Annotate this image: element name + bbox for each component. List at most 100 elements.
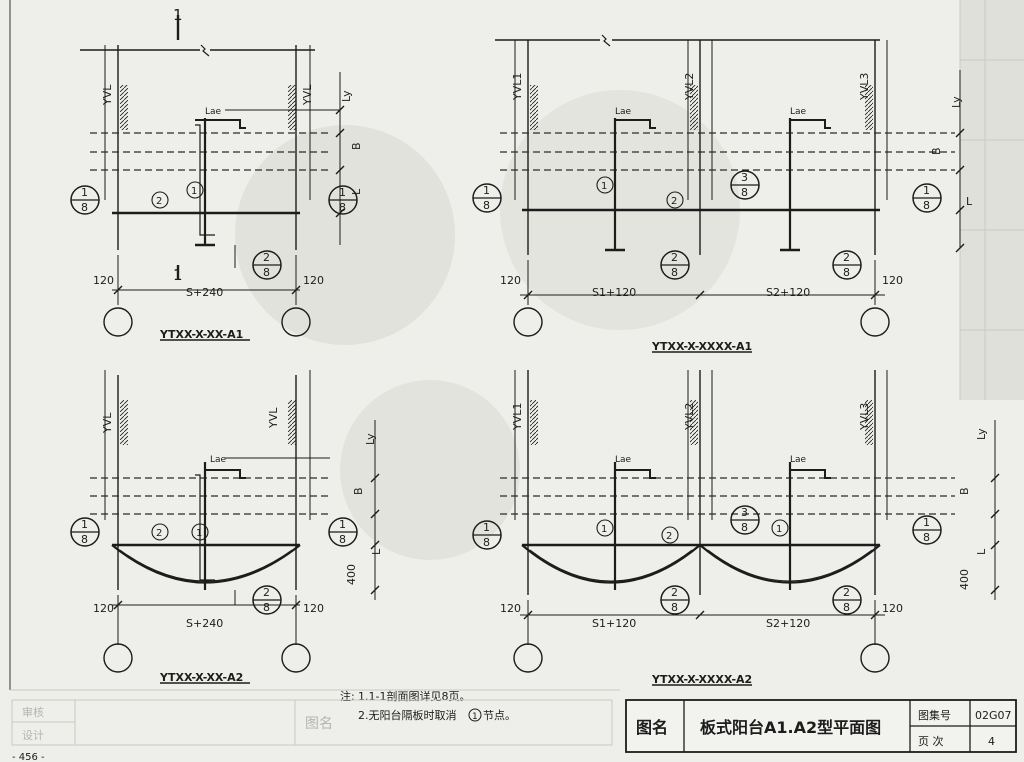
- detail-1-8-top: 1: [81, 186, 88, 199]
- circled-2: 2: [666, 531, 672, 542]
- section-mark-bottom-left: 1: [173, 266, 183, 284]
- page-number-value: 4: [988, 735, 995, 748]
- plan-label-a2-right: YTXX-X-XXXX-A2: [651, 673, 752, 686]
- span-s240: S+240: [186, 617, 223, 630]
- dim-b: B: [930, 147, 943, 155]
- span-s240: S+240: [186, 286, 223, 299]
- circled-1: 1: [196, 528, 202, 539]
- detail-2-8-bottom: 8: [843, 601, 850, 614]
- detail-1-8-bottom: 8: [923, 199, 930, 212]
- dim-lae: Lae: [205, 107, 222, 117]
- detail-2-8-top: 2: [263, 586, 270, 599]
- dim-120: 120: [303, 274, 324, 287]
- circled-2: 2: [671, 196, 677, 207]
- dim-120: 120: [93, 274, 114, 287]
- dim-lae: Lae: [210, 455, 227, 465]
- sheet-page-number: - 456 -: [12, 752, 45, 762]
- span-s2: S2+120: [766, 286, 810, 299]
- dim-400: 400: [345, 564, 358, 585]
- plan-label-a1-left: YTXX-X-XX-A1: [159, 328, 243, 341]
- dim-l: L: [975, 548, 988, 555]
- dim-ly: Ly: [950, 96, 963, 108]
- detail-2-8-top: 2: [671, 251, 678, 264]
- span-s2: S2+120: [766, 617, 810, 630]
- detail-2-8-top: 2: [843, 251, 850, 264]
- dim-lae: Lae: [790, 455, 807, 465]
- dim-l: L: [350, 188, 363, 195]
- circled-1: 1: [601, 524, 607, 535]
- dim-120: 120: [882, 602, 903, 615]
- detail-1-8-bottom: 8: [483, 199, 490, 212]
- ghost-cell-1: 审核: [22, 705, 44, 719]
- beam-label-yvl: YVL: [267, 407, 280, 429]
- dim-120: 120: [500, 274, 521, 287]
- dim-lae: Lae: [615, 455, 632, 465]
- dim-ly: Ly: [975, 428, 988, 440]
- detail-3-8-top: 3: [741, 506, 748, 519]
- detail-2-8-bottom: 8: [671, 266, 678, 279]
- detail-1-8-bottom: 8: [81, 201, 88, 214]
- beam-label-yvl3: YVL3: [858, 73, 871, 101]
- note-node-number: 1: [472, 712, 478, 722]
- dim-l: L: [370, 548, 383, 555]
- title-block: [625, 699, 1017, 753]
- circled-1: 1: [601, 181, 607, 192]
- note-line-2-end: 节点。: [483, 709, 516, 722]
- dim-120: 120: [93, 602, 114, 615]
- detail-2-8-top: 2: [263, 251, 270, 264]
- detail-2-8-bottom: 8: [263, 601, 270, 614]
- plan-a1-left: [70, 15, 358, 341]
- detail-2-8-bottom: 8: [671, 601, 678, 614]
- detail-1-8-bottom: 8: [339, 201, 346, 214]
- detail-1-8-top: 1: [923, 184, 930, 197]
- beam-label-yvl1: YVL1: [511, 403, 524, 431]
- detail-3-8-top: 3: [741, 171, 748, 184]
- beam-label-yvl1: YVL1: [511, 73, 524, 101]
- dim-120: 120: [303, 602, 324, 615]
- plan-a2-left: [70, 370, 380, 684]
- ghost-title-block: [11, 699, 613, 746]
- detail-2-8-top: 2: [671, 586, 678, 599]
- span-s1: S1+120: [592, 286, 636, 299]
- detail-1-8-bottom: 8: [923, 531, 930, 544]
- dim-lae: Lae: [790, 107, 807, 117]
- beam-label-yvl3: YVL3: [858, 403, 871, 431]
- circled-1: 1: [776, 524, 782, 535]
- dim-120: 120: [500, 602, 521, 615]
- beam-label-yvl2: YVL2: [683, 403, 696, 431]
- title-name-label: 图名: [636, 718, 668, 737]
- detail-1-8-top: 1: [339, 518, 346, 531]
- dim-400: 400: [958, 569, 971, 590]
- page-label: 页 次: [918, 734, 944, 748]
- dim-ly: Ly: [364, 433, 377, 445]
- beam-label-yvl: YVL: [101, 412, 114, 434]
- detail-2-8-top: 2: [843, 586, 850, 599]
- dim-b: B: [350, 142, 363, 150]
- beam-label-yvl2: YVL2: [683, 73, 696, 101]
- span-s1: S1+120: [592, 617, 636, 630]
- plan-label-a1-right: YTXX-X-XXXX-A1: [651, 340, 752, 353]
- note-line-2: 2.无阳台隔板时取消: [358, 708, 457, 722]
- beam-label-yvl: YVL: [101, 84, 114, 106]
- dim-l: L: [966, 195, 973, 208]
- detail-3-8-bottom: 8: [741, 521, 748, 534]
- detail-1-8-top: 1: [339, 186, 346, 199]
- dim-b: B: [958, 487, 971, 495]
- dim-lae: Lae: [615, 107, 632, 117]
- circled-2: 2: [156, 528, 162, 539]
- note-line-1: 1.1-1剖面图详见8页。: [358, 689, 470, 703]
- atlas-number-value: 02G07: [975, 709, 1012, 722]
- section-mark-top-left: 1: [173, 6, 183, 24]
- detail-1-8-bottom: 8: [81, 533, 88, 546]
- detail-1-8-top: 1: [483, 184, 490, 197]
- note-node-circle: [468, 708, 482, 722]
- dim-120: 120: [882, 274, 903, 287]
- drawing-title: 板式阳台A1.A2型平面图: [700, 718, 881, 737]
- notes-prefix: 注:: [340, 689, 355, 703]
- ghost-cell-2: 设计: [22, 729, 44, 742]
- plan-a2-right: [472, 370, 1000, 686]
- atlas-number-label: 图集号: [918, 708, 951, 722]
- circled-1: 1: [191, 186, 197, 197]
